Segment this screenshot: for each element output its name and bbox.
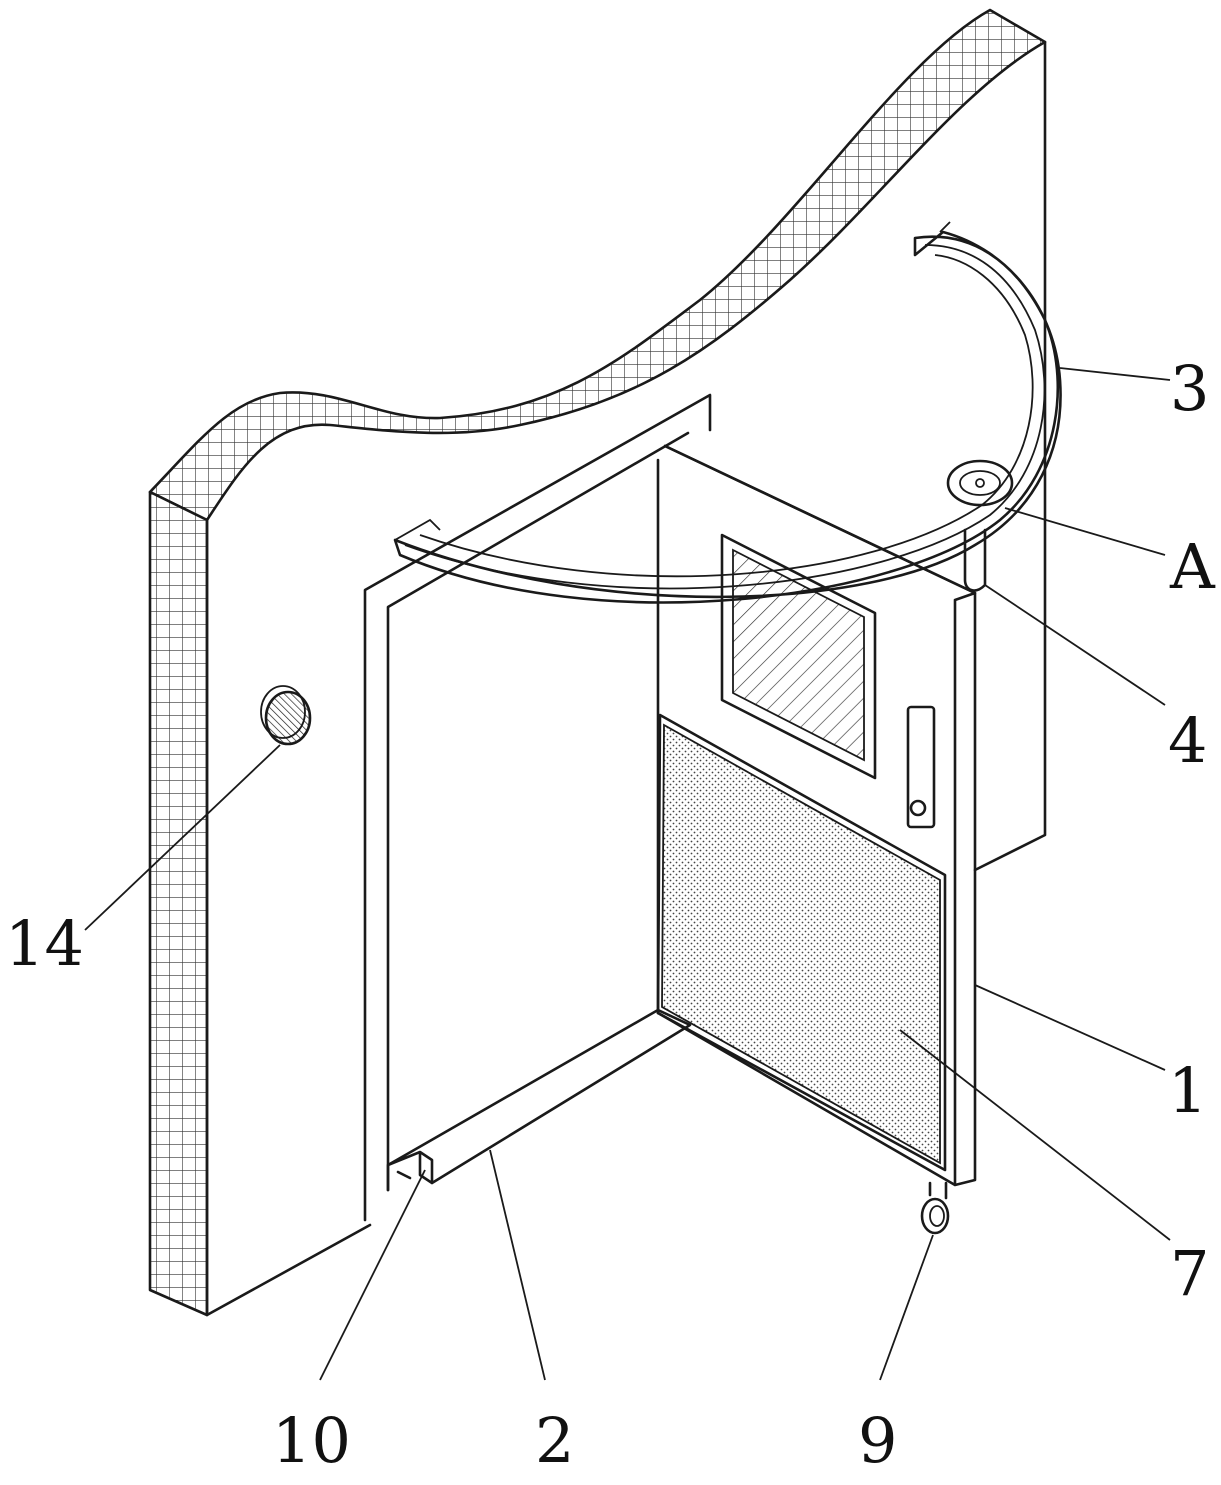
bottom-sill — [388, 1010, 690, 1190]
label-14: 14 — [5, 907, 84, 980]
wall-side-section — [150, 492, 207, 1315]
wheel-bracket — [930, 1183, 946, 1198]
label-4: 4 — [1168, 704, 1207, 777]
label-A: A — [1169, 530, 1216, 603]
door-lock — [911, 801, 925, 815]
roller-hub — [976, 479, 984, 487]
wall-top-section — [150, 10, 1045, 520]
roller-inner — [960, 471, 1000, 495]
label-7: 7 — [1170, 1237, 1209, 1310]
label-9: 9 — [858, 1404, 897, 1477]
label-3: 3 — [1170, 352, 1209, 425]
door-window-glass — [733, 550, 864, 760]
label-1: 1 — [1168, 1054, 1207, 1127]
connector-arm — [965, 530, 985, 590]
label-10: 10 — [272, 1404, 351, 1477]
curved-track-groove — [395, 222, 1045, 588]
wheel-hub — [930, 1206, 944, 1226]
label-2: 2 — [535, 1404, 574, 1477]
